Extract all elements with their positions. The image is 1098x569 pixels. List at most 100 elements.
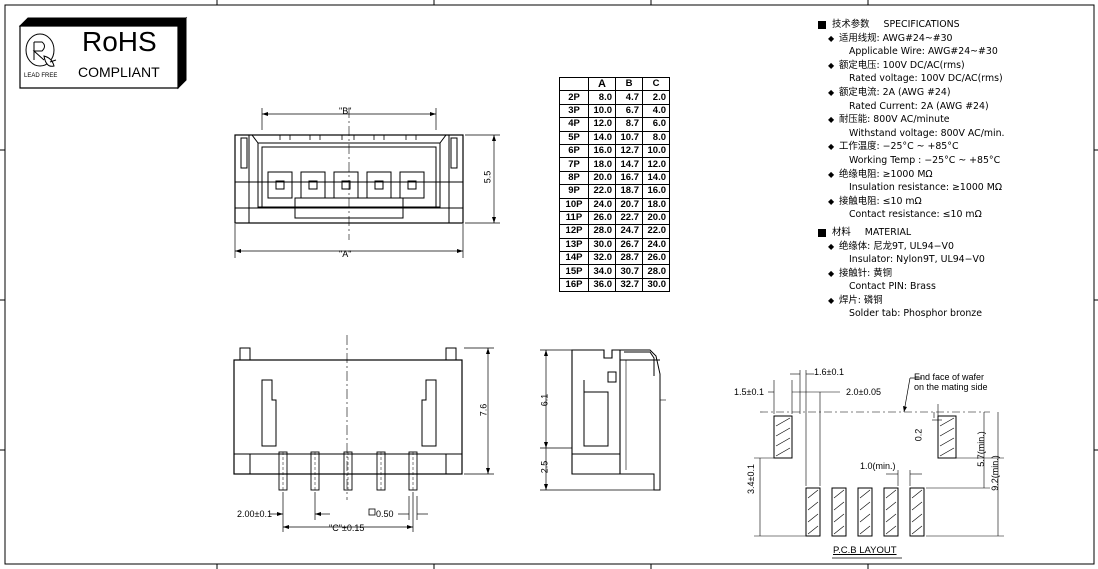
spec-item-en: Contact resistance: ≤10 mΩ [849, 209, 982, 221]
bullet-square-icon [818, 228, 826, 237]
spec-item-cn-line: ◆ 焊片: 磷铜 [828, 294, 1094, 308]
spec-item-cn: 额定电流: 2A (AWG #24) [839, 86, 951, 98]
spec-item-cn-line: ◆接触电阻: ≤10 mΩ [828, 195, 1094, 209]
rohs-subtitle: COMPLIANT [78, 64, 160, 80]
spec-item-en: Rated voltage: 100V DC/AC(rms) [849, 73, 1003, 85]
spec-item-cn-line: ◆ 适用线规: AWG#24~#30 [828, 32, 1094, 46]
row-label: 9P [559, 184, 589, 199]
cell-c: 26.0 [642, 251, 670, 266]
spec-item-cn-line: ◆接触针: 黄铜 [828, 267, 1094, 281]
diamond-bullet-icon: ◆ [828, 33, 835, 43]
cell-b: 18.7 [615, 184, 643, 199]
diamond-bullet-icon: ◆ [828, 115, 835, 125]
spec-item-en: Working Temp : −25°C ~ +85°C [849, 154, 1001, 166]
spec-item-cn: 绝缘电阻: ≥1000 MΩ [839, 168, 933, 180]
spec-item-cn: 额定电压: 100V DC/AC(rms) [839, 59, 965, 71]
dim-61-label: 6.1 [539, 393, 550, 407]
spec-item-en: Insulator: Nylon9T, UL94−V0 [849, 254, 985, 266]
row-label: 12P [559, 224, 589, 239]
row-label: 6P [559, 143, 589, 159]
cell-b: 26.7 [615, 237, 643, 253]
material-heading-en: MATERIAL [864, 226, 912, 238]
dim-a-label: "A" [339, 249, 352, 259]
cell-c: 14.0 [642, 170, 670, 186]
row-label: 8P [559, 170, 589, 186]
spec-item-en: Solder tab: Phosphor bronze [849, 308, 982, 320]
column-header-c: C [642, 76, 670, 92]
spec-item-cn: 接触电阻: ≤10 mΩ [839, 195, 922, 207]
cell-a: 20.0 [588, 170, 616, 186]
row-label: 14P [559, 251, 589, 266]
row-label: 15P [559, 264, 589, 279]
cell-c: 18.0 [642, 197, 670, 212]
specs-heading-cn: 技术参数 [832, 19, 870, 30]
row-label: 13P [559, 237, 589, 253]
dim-b-label: "B" [339, 106, 352, 116]
spec-item-en: Withstand voltage: 800V AC/min. [849, 127, 1005, 139]
pitch-label: 2.00±0.1 [237, 509, 272, 519]
cell-c: 12.0 [642, 157, 670, 172]
cell-b: 14.7 [615, 157, 643, 172]
side-view [540, 349, 666, 491]
spec-item-en: Rated Current: 2A (AWG #24) [849, 100, 989, 112]
specs-heading-en: SPECIFICATIONS [883, 19, 960, 30]
spec-item: ◆ 焊片: 磷铜 Solder tab: Phosphor bronze [818, 294, 1094, 321]
row-label: 4P [559, 117, 589, 132]
pcb-15-label: 1.5±0.1 [734, 387, 764, 397]
column-header-a: A [588, 76, 616, 92]
cell-a: 26.0 [588, 210, 616, 226]
cell-b: 12.7 [615, 143, 643, 159]
cell-c: 8.0 [642, 130, 670, 145]
cell-c: 28.0 [642, 264, 670, 279]
spec-item-cn-line: ◆额定电压: 100V DC/AC(rms) [828, 59, 1094, 73]
end-face-label-2: on the mating side [914, 382, 988, 392]
spec-item-cn-line: ◆工作温度: −25°C ~ +85°C [828, 140, 1094, 154]
cell-b: 22.7 [615, 210, 643, 226]
spec-item-cn: 适用线规: AWG#24~#30 [839, 32, 953, 44]
diamond-bullet-icon: ◆ [828, 241, 835, 251]
cell-a: 8.0 [588, 90, 616, 105]
dim-c-label: "C"±0.15 [329, 523, 365, 533]
row-label: 3P [559, 103, 589, 119]
spec-item-en: Contact PIN: Brass [849, 281, 936, 293]
cell-a: 16.0 [588, 143, 616, 159]
pcb-layout [754, 370, 1004, 559]
bullet-square-icon [818, 20, 826, 29]
cell-b: 6.7 [615, 103, 643, 119]
cell-c: 16.0 [642, 184, 670, 199]
spec-item-cn: 绝缘体: 尼龙9T, UL94−V0 [839, 240, 954, 252]
cell-a: 12.0 [588, 117, 616, 132]
cell-b: 10.7 [615, 130, 643, 145]
spec-item-cn: 焊片: 磷铜 [839, 294, 883, 306]
spec-item-en: Insulation resistance: ≥1000 MΩ [849, 182, 1002, 194]
end-face-label-1: End face of wafer [914, 372, 985, 382]
diamond-bullet-icon: ◆ [828, 295, 835, 305]
spec-item: ◆额定电压: 100V DC/AC(rms)Rated voltage: 100… [818, 59, 1094, 86]
pin-width-label: 0.50 [376, 509, 394, 519]
cell-b: 30.7 [615, 264, 643, 279]
pcb-02-label: 0.2 [913, 428, 924, 442]
spec-item-cn: 工作温度: −25°C ~ +85°C [839, 141, 959, 153]
dim-76-label: 7.6 [478, 403, 489, 417]
cell-a: 18.0 [588, 157, 616, 172]
row-label: 10P [559, 197, 589, 212]
spec-item-cn-line: ◆耐压能: 800V AC/minute [828, 113, 1094, 127]
cell-b: 20.7 [615, 197, 643, 212]
cell-b: 8.7 [615, 117, 643, 132]
top-view [234, 108, 500, 258]
